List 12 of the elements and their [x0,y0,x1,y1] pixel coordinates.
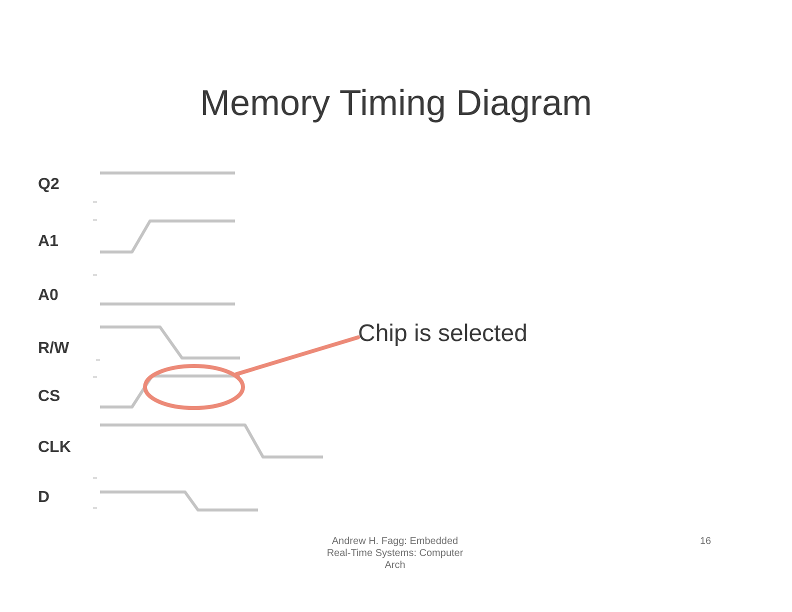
signal-name: A0 [38,287,58,305]
page-number: 16 [700,536,712,547]
footer-text: Andrew H. Fagg: Embedded Real-Time Systems: Computer Arch [326,536,464,572]
callout-text: Chip is selected [358,320,528,348]
signal-name: R/W [38,340,70,358]
leader-line [234,335,360,376]
signal-name: A1 [38,233,58,251]
signal-name: CLK [38,439,71,457]
signal-name: CS [38,388,60,406]
signal-name: D [38,489,50,507]
slide-title: Memory Timing Diagram [198,82,594,124]
signal-name: Q2 [38,176,60,194]
